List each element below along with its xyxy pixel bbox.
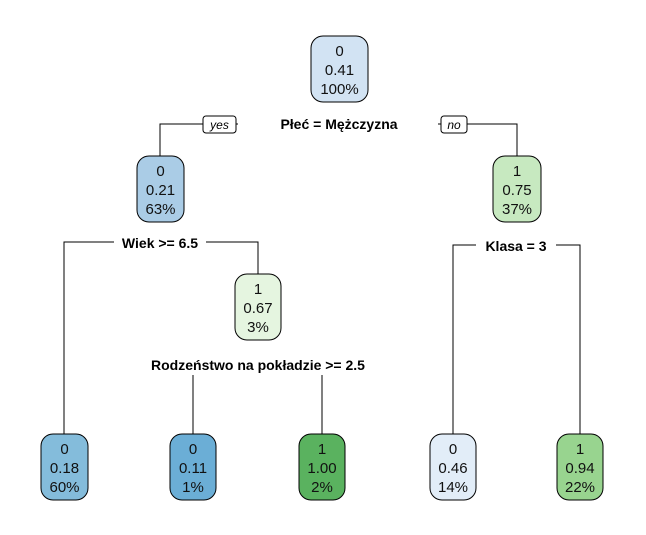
leaf-3-pct: 2% [311, 479, 333, 496]
leaf-1: 0 0.18 60% [40, 433, 89, 501]
node-root-pct: 100% [320, 81, 358, 98]
node-right-pct: 37% [502, 201, 532, 218]
leaf-2: 0 0.11 1% [169, 433, 217, 501]
left-split-label: Wiek >= 6.5 [122, 235, 198, 251]
leaf-4-class: 0 [449, 441, 457, 458]
leaf-3-box [298, 433, 346, 501]
no-tag [440, 115, 468, 134]
leaf-1-pct: 60% [49, 479, 79, 496]
leaf-5-class: 1 [576, 441, 584, 458]
leaf-2-pct: 1% [182, 479, 204, 496]
leaf-1-box [40, 433, 89, 501]
node-left-right-class: 1 [254, 281, 262, 298]
node-left-prob: 0.21 [146, 182, 175, 199]
leaf-5-pct: 22% [565, 479, 595, 496]
leaf-4-prob: 0.46 [438, 460, 467, 477]
leaf-4-box [429, 433, 477, 501]
leaf-3-prob: 1.00 [307, 460, 336, 477]
node-left-box [136, 155, 185, 223]
leaf-2-class: 0 [189, 441, 197, 458]
edge-right-leaf5 [517, 244, 581, 434]
node-root-prob: 0.41 [325, 62, 354, 79]
node-left-right-pct: 3% [247, 319, 269, 336]
node-root-class: 0 [335, 43, 343, 60]
leaf-5-box [556, 433, 604, 501]
node-right-class: 1 [513, 163, 521, 180]
node-root: 0 0.41 100% [310, 35, 369, 103]
yes-tag-text: yes [209, 118, 229, 132]
right-split-label: Klasa = 3 [485, 238, 546, 254]
leaf-2-prob: 0.11 [179, 460, 207, 477]
leaf-4-pct: 14% [438, 479, 468, 496]
leaf-3: 1 1.00 2% [298, 433, 346, 501]
split-labels: Płeć = Mężczyzna Wiek >= 6.5 Klasa = 3 R… [114, 114, 556, 375]
leftright-split-label: Rodzeństwo na pokładzie >= 2.5 [151, 357, 365, 373]
node-root-box [310, 35, 369, 103]
leaf-1-class: 0 [60, 441, 68, 458]
node-left-pct: 63% [145, 201, 175, 218]
leaf-4: 0 0.46 14% [429, 433, 477, 501]
node-left-right-box [234, 273, 282, 341]
node-left-right-prob: 0.67 [243, 300, 272, 317]
root-split-label: Płeć = Mężczyzna [280, 116, 397, 132]
node-left: 0 0.21 63% [136, 155, 185, 223]
edge-left-leaf1 [63, 241, 160, 434]
node-right-prob: 0.75 [502, 182, 531, 199]
leaf-5-prob: 0.94 [565, 460, 594, 477]
yes-tag [202, 115, 237, 134]
node-right: 1 0.75 37% [492, 155, 542, 223]
leaf-1-prob: 0.18 [50, 460, 79, 477]
leaf-5: 1 0.94 22% [556, 433, 604, 501]
leaf-3-class: 1 [318, 441, 326, 458]
no-tag-text: no [447, 118, 461, 132]
node-left-class: 0 [156, 163, 164, 180]
node-right-box [492, 155, 542, 223]
edge-right-leaf4 [452, 244, 517, 434]
leaf-2-box [169, 433, 217, 501]
branch-tags: yes no [202, 115, 468, 134]
node-left-right: 1 0.67 3% [234, 273, 282, 341]
